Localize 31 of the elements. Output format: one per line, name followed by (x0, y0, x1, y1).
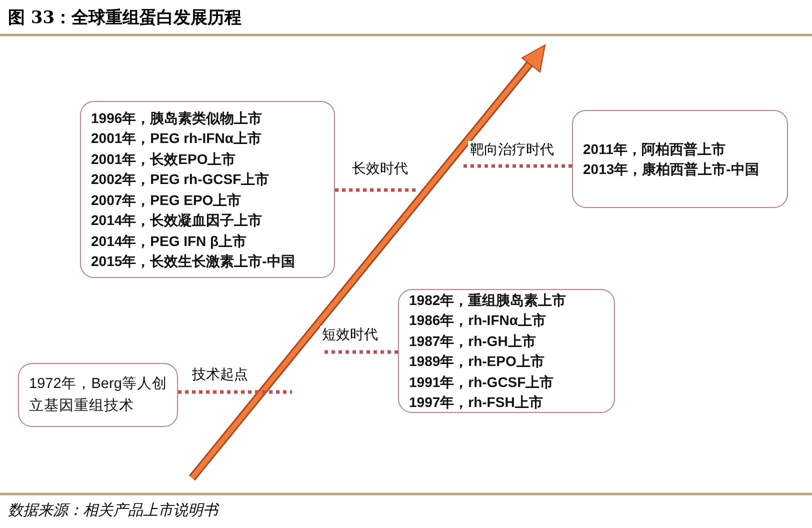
era-label: 长效时代 (350, 160, 410, 178)
milestone-box (80, 101, 335, 278)
dotted-connector (322, 350, 398, 354)
era-label: 技术起点 (190, 366, 250, 384)
era-label: 短效时代 (320, 326, 380, 344)
milestone-text: 2013年，康柏西普上市-中国 (583, 160, 760, 179)
milestone-text: 1982年，重组胰岛素上市 (409, 290, 568, 310)
dotted-connector (178, 390, 292, 394)
era-label: 靶向治疗时代 (468, 141, 556, 159)
milestone-text: 2011年，阿柏西普上市 (583, 140, 726, 158)
milestone-text: 2001年，PEG rh-IFNα上市 (91, 129, 262, 148)
milestone-text: 2014年，长效凝血因子上市 (91, 211, 264, 230)
milestone-text: 1991年，rh-GCSF上市 (409, 372, 555, 392)
milestone-text: 2014年，PEG IFN β上市 (91, 232, 248, 251)
milestone-text: 1986年，rh-IFNα上市 (409, 311, 547, 330)
milestone-text: 1987年，rh-GH上市 (409, 332, 537, 350)
dotted-connector (463, 164, 572, 168)
source-caption: 数据来源：相关产品上市说明书 (8, 501, 218, 520)
milestone-text: 1997年，rh-FSH上市 (409, 393, 544, 412)
milestone-text: 2015年，长效生长激素上市-中国 (91, 252, 296, 271)
milestone-text: 2001年，长效EPO上市 (91, 150, 237, 168)
milestone-text: 1996年，胰岛素类似物上市 (91, 108, 264, 128)
milestone-box (572, 110, 788, 208)
dotted-connector (335, 188, 418, 192)
milestone-text: 1972年，Berg等人创立基因重组技术 (29, 375, 167, 416)
figure-title: 图 33：全球重组蛋白发展历程 (8, 7, 242, 29)
milestone-box (18, 363, 178, 427)
milestone-box (398, 289, 615, 413)
milestone-text: 2007年，PEG EPO上市 (91, 190, 242, 210)
milestone-text: 2002年，PEG rh-GCSF上市 (91, 170, 270, 189)
milestone-text: 1989年，rh-EPO上市 (409, 352, 546, 371)
